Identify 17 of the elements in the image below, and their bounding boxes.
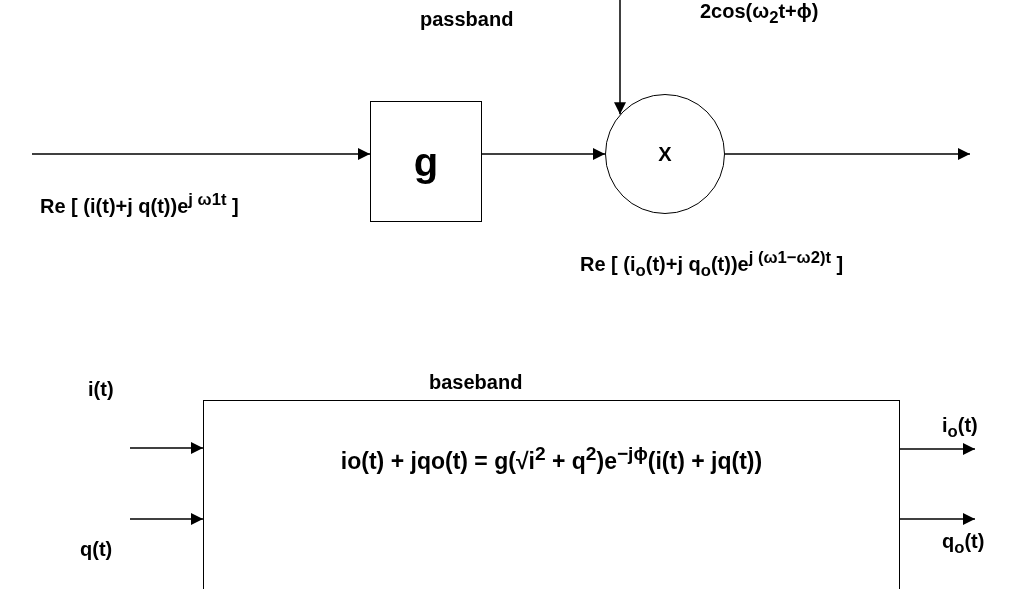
arrow xyxy=(899,513,976,525)
arrow xyxy=(481,148,606,160)
process-box xyxy=(370,101,482,222)
block-label: g xyxy=(412,139,440,184)
arrow xyxy=(899,443,976,455)
section-heading: passband xyxy=(420,8,514,31)
formula: io(t) + jqo(t) = g(√i$^{2}$ + q$^{2}$)e$^{−jϕ}$(i(t) + jq(t)) xyxy=(339,443,764,475)
block-label: X xyxy=(657,142,673,166)
section-heading: baseband xyxy=(429,371,523,394)
arrow xyxy=(614,0,626,116)
signal-label: q(t) xyxy=(80,538,113,561)
arrow xyxy=(31,148,371,160)
signal-label: i(t) xyxy=(88,378,114,401)
arrow xyxy=(129,442,204,454)
arrow xyxy=(129,513,204,525)
signal-label: Re [ (i(t)+j q(t))e$^{j ω1t}$ ] xyxy=(40,190,239,218)
arrow xyxy=(724,148,971,160)
